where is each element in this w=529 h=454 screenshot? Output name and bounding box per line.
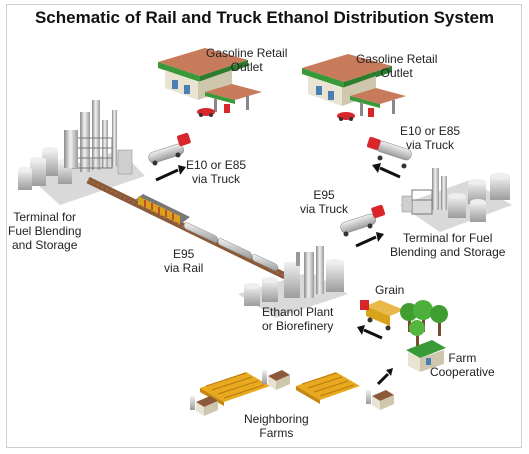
grain-truck	[360, 300, 404, 331]
arrow-icon	[355, 232, 384, 248]
wheat-field-icon	[296, 372, 360, 404]
tree-icon	[400, 300, 448, 346]
silo-icon	[190, 396, 218, 416]
arrow-icon	[376, 368, 393, 386]
refinery-icon	[400, 168, 512, 232]
diagram-title: Schematic of Rail and Truck Ethanol Dist…	[34, 8, 495, 27]
silo-icon	[366, 390, 394, 410]
label-grain: Grain	[375, 283, 405, 297]
gas-station-icon	[158, 48, 262, 117]
train-icon	[135, 194, 279, 272]
gas-station-icon	[302, 54, 406, 121]
tanker-truck-icon	[366, 136, 412, 169]
arrow-icon	[357, 325, 383, 340]
tanker-truck-icon	[148, 132, 191, 166]
refinery-icon	[18, 100, 145, 205]
barn-icon	[406, 340, 446, 372]
diagram-frame	[6, 4, 522, 448]
arrow-icon	[372, 163, 401, 179]
silo-icon	[262, 370, 290, 390]
arrow-icon	[155, 165, 186, 182]
tanker-truck-icon	[340, 204, 386, 237]
refinery-icon	[238, 246, 348, 318]
